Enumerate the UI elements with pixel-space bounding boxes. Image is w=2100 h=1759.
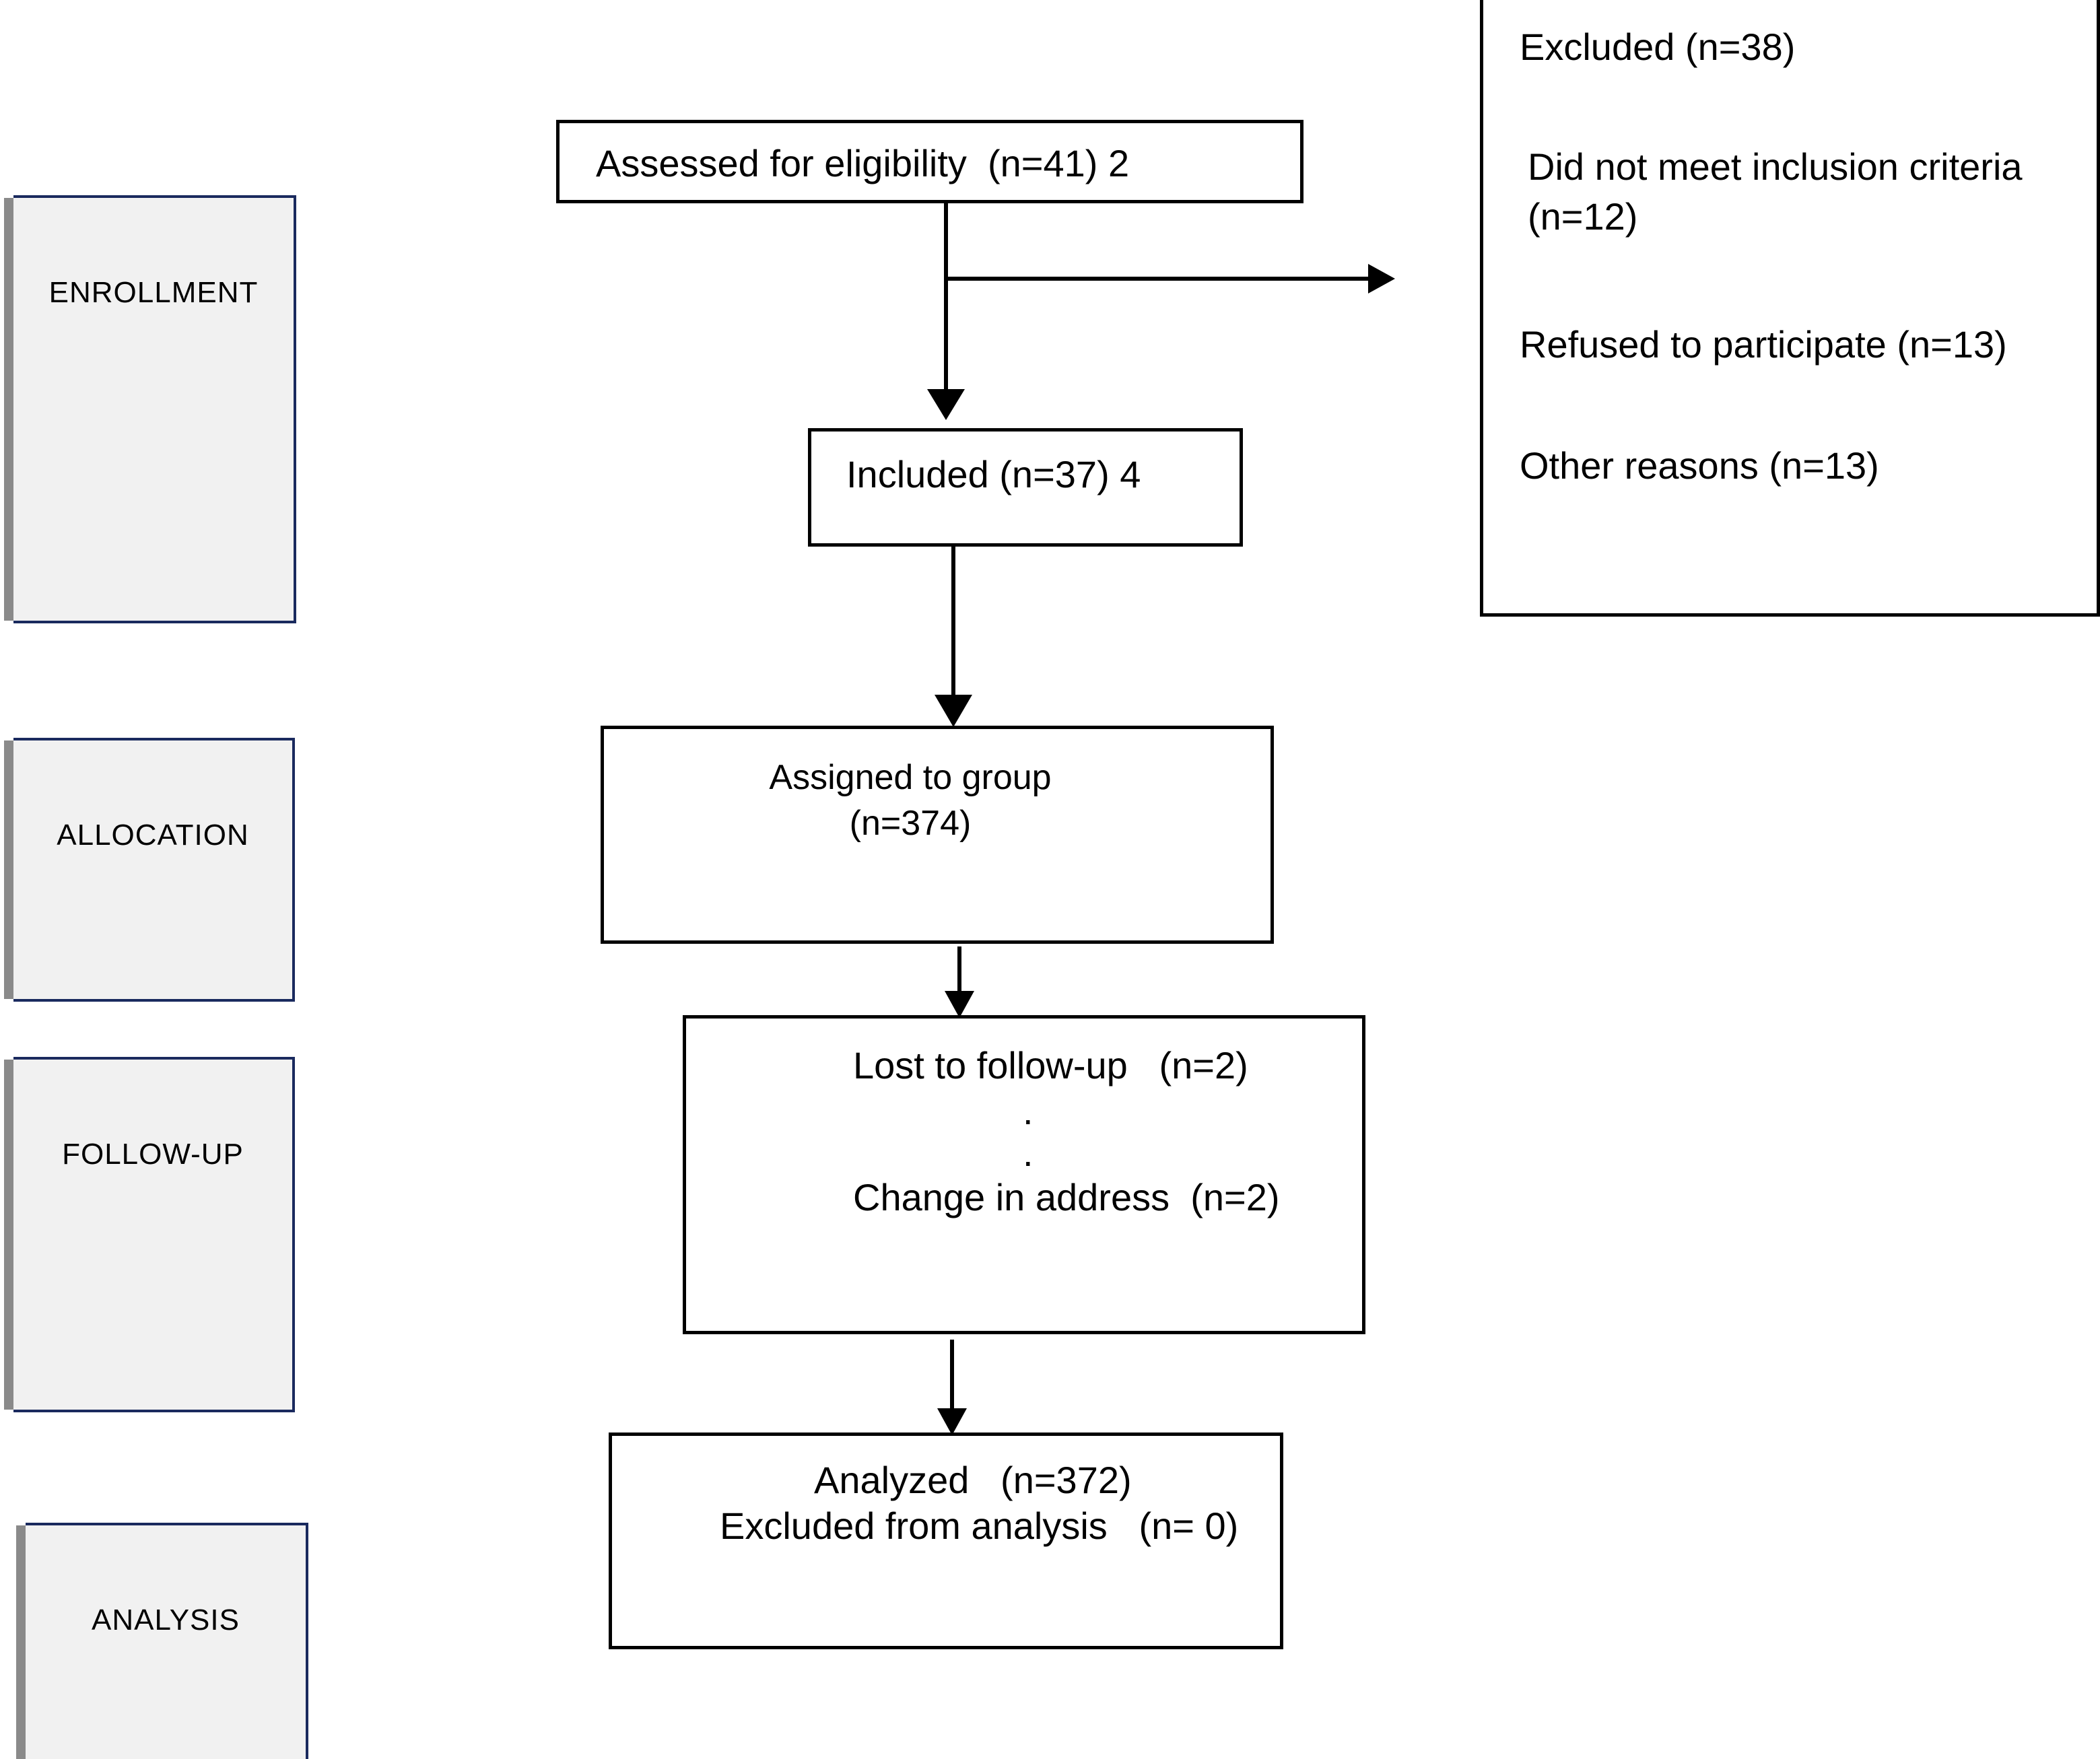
excluded-from-analysis-text: Excluded from analysis (n= 0)	[720, 1505, 1239, 1547]
excluded-reason-other: Other reasons (n=13)	[1520, 444, 1879, 487]
excluded-title: Excluded (n=38)	[1520, 26, 1796, 68]
analyzed-text: Analyzed (n=372)	[814, 1459, 1132, 1501]
excluded-box: Excluded (n=38) Did not meet inclusion c…	[1480, 0, 2100, 617]
stage-follow-up-label: FOLLOW-UP	[62, 1138, 244, 1171]
stage-analysis-label: ANALYSIS	[92, 1603, 240, 1636]
stage-allocation-label: ALLOCATION	[57, 819, 249, 852]
included-text: Included (n=37) 4	[846, 453, 1141, 495]
assessed-box: Assessed for eligibility (n=41) 2	[556, 120, 1303, 203]
assigned-label: Assigned to group	[769, 758, 1052, 797]
change-in-address-text: Change in address (n=2)	[853, 1176, 1280, 1218]
follow-up-dot: .	[1023, 1090, 1034, 1132]
lost-to-follow-up-text: Lost to follow-up (n=2)	[853, 1044, 1248, 1087]
stage-shadow	[4, 1060, 13, 1410]
excluded-reason-criteria: Did not meet inclusion criteria	[1528, 145, 2023, 188]
stage-follow-up: FOLLOW-UP	[4, 1057, 295, 1412]
stage-shadow	[16, 1525, 26, 1759]
stage-shadow	[4, 740, 13, 999]
follow-up-dot: .	[1023, 1132, 1034, 1174]
assessed-text: Assessed for eligibility (n=41) 2	[596, 142, 1130, 184]
stage-enrollment: ENROLLMENT	[4, 195, 296, 623]
excluded-reason-criteria-count: (n=12)	[1528, 195, 1638, 238]
analyzed-box: Analyzed (n=372) Excluded from analysis …	[609, 1433, 1283, 1649]
excluded-reason-refused: Refused to participate (n=13)	[1520, 323, 2007, 366]
included-box: Included (n=37) 4	[808, 428, 1243, 547]
stage-analysis: ANALYSIS	[16, 1523, 308, 1759]
stage-shadow	[4, 198, 13, 621]
assigned-box: Assigned to group (n=374)	[601, 726, 1274, 944]
stage-allocation: ALLOCATION	[4, 738, 295, 1002]
follow-up-box: Lost to follow-up (n=2) . . Change in ad…	[683, 1015, 1365, 1334]
assigned-count: (n=374)	[849, 804, 972, 843]
stage-enrollment-label: ENROLLMENT	[48, 276, 259, 309]
